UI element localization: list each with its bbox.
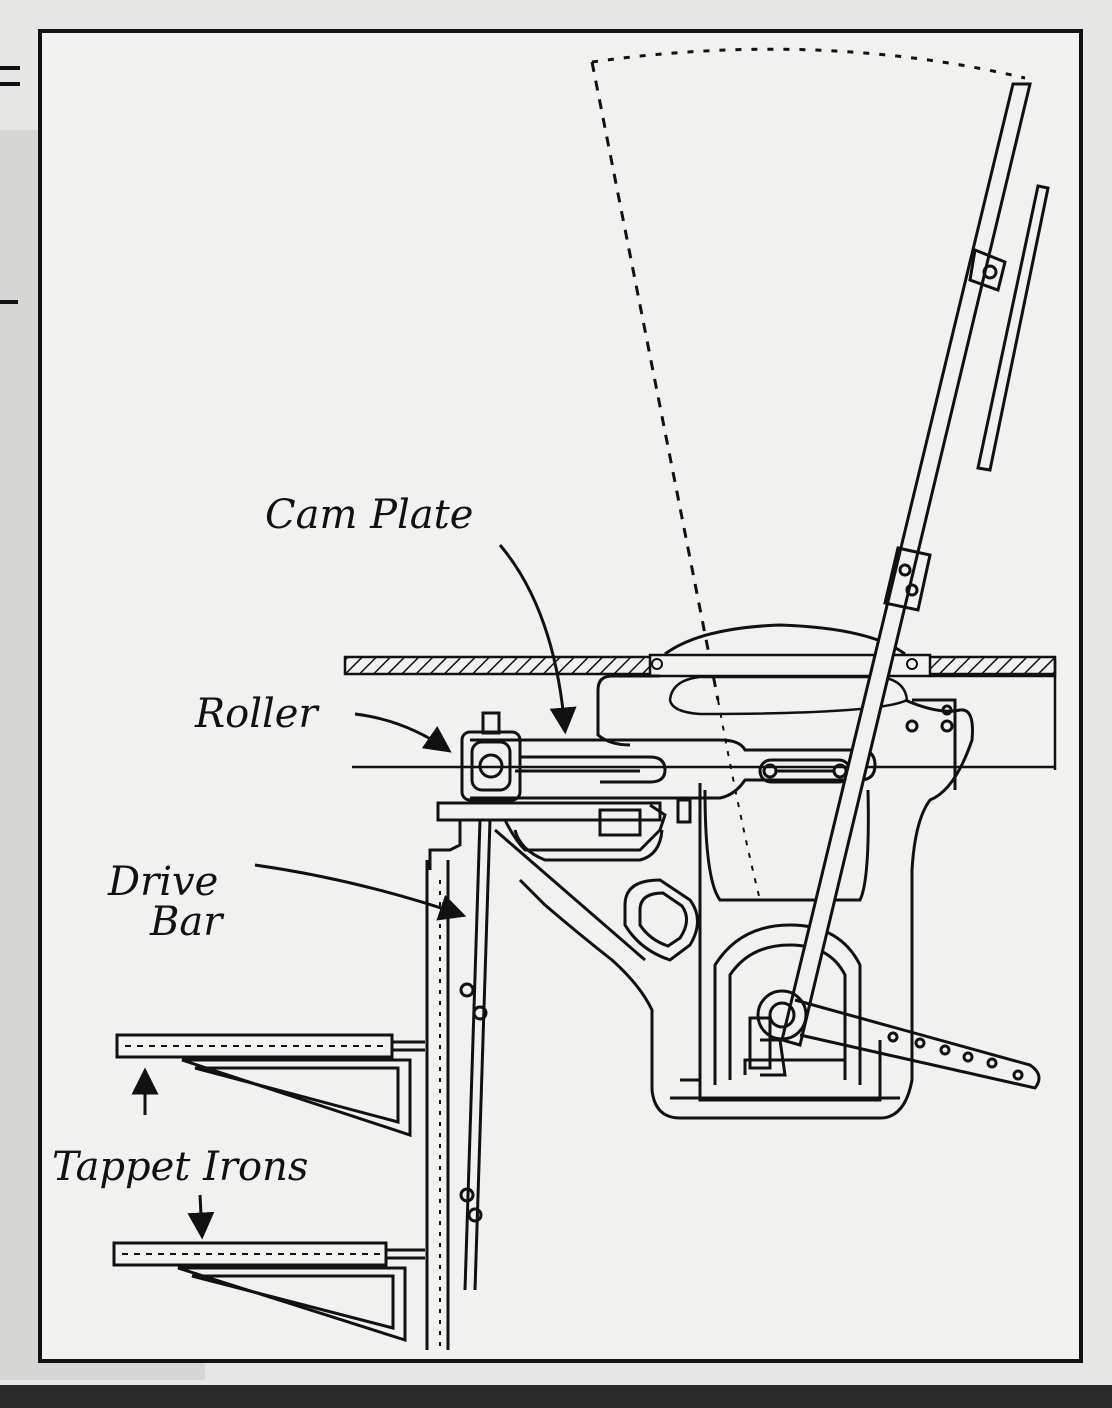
frame-upright [425,860,450,1350]
tappet-iron-lower [112,1241,425,1343]
drive-bar [459,819,646,1291]
tappet-iron-upper [115,1033,425,1138]
label-drive-bar-line2: Bar [149,899,225,945]
cam-plate-arrow [498,544,577,735]
tappet-down-arrow [187,1194,215,1240]
locking-detail [428,798,692,870]
margin-marks [0,66,20,304]
label-roller: Roller [194,691,320,737]
floor-plate [343,653,1057,678]
label-cam-plate: Cam Plate [265,492,473,538]
roller-block [436,711,662,822]
lever-bracket-casting [518,674,974,1120]
drive-bar-arrow [254,863,467,921]
label-drive-bar-line1: Drive [107,859,218,905]
lever-swing-line [590,61,720,701]
label-tappet-irons: Tappet Irons [52,1144,308,1190]
signal-lever [756,82,1050,1090]
annotation-arrows [131,544,577,1240]
quadrant-inner [668,675,909,716]
quadrant-centerline [717,699,761,901]
roller-arrow [354,712,452,753]
bottom-shadow [0,1385,1112,1408]
